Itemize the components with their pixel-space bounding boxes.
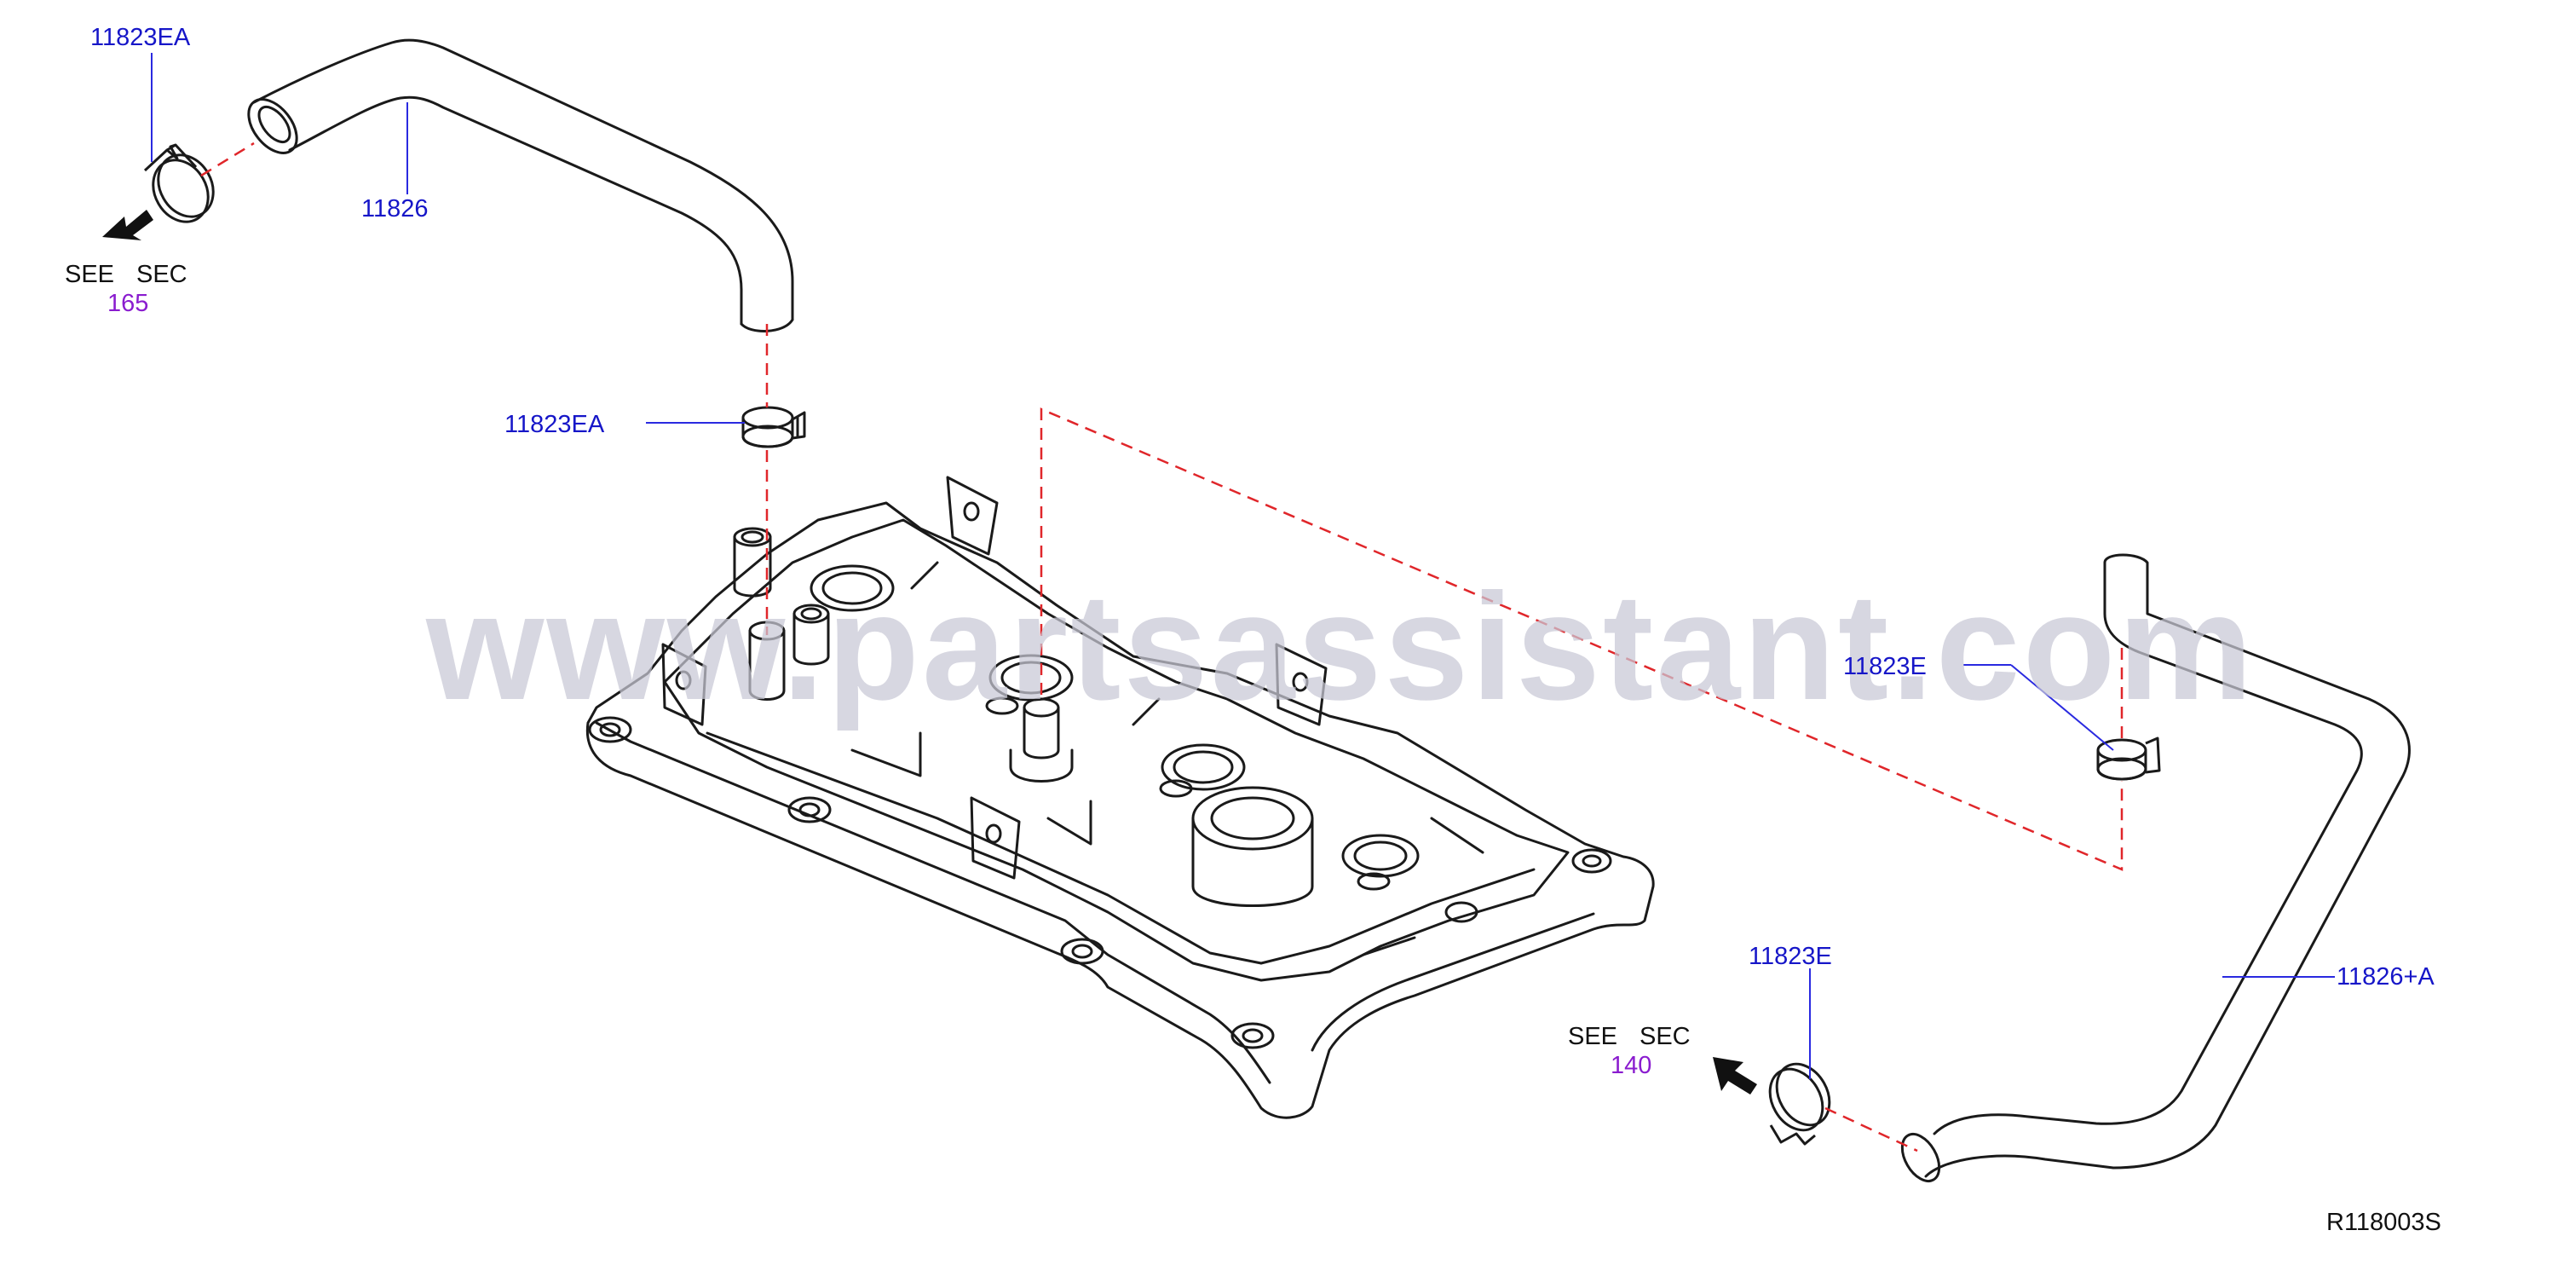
sec-number-140-link[interactable]: 140 <box>1611 1052 1652 1079</box>
watermark-text: www.partsassistant.com <box>426 562 2256 731</box>
assembly-dashed-lines <box>200 142 2124 1152</box>
part-label-11823EA-middle[interactable]: 11823EA <box>504 411 605 438</box>
sec-number-165-link[interactable]: 165 <box>107 290 149 317</box>
see-label-bottom: SEE <box>1568 1023 1618 1050</box>
hose-11826[interactable] <box>239 38 794 332</box>
leader-lines <box>151 53 2335 1079</box>
sec-label-bottom: SEC <box>1640 1023 1691 1050</box>
part-label-11826A[interactable]: 11826+A <box>2337 963 2435 991</box>
hose-11826A[interactable] <box>1894 553 2411 1187</box>
part-label-11823E-bottom[interactable]: 11823E <box>1749 943 1832 970</box>
clamp-11823EA-middle[interactable] <box>741 406 806 448</box>
rocker-cover[interactable] <box>585 476 1655 1119</box>
arrow-to-sec-165-icon <box>102 210 153 240</box>
sec-label-top: SEC <box>136 261 187 288</box>
clamp-11823E-right[interactable] <box>2096 736 2161 781</box>
clamp-11823EA-top[interactable] <box>142 143 224 232</box>
part-label-11826[interactable]: 11826 <box>361 195 429 222</box>
part-label-11823EA-top[interactable]: 11823EA <box>90 24 191 51</box>
clamp-11823E-bottom[interactable] <box>1760 1054 1840 1146</box>
diagram-id: R118003S <box>2326 1209 2441 1236</box>
arrow-to-sec-140-icon <box>1713 1057 1757 1095</box>
part-label-11823E-right[interactable]: 11823E <box>1843 653 1927 680</box>
see-label-top: SEE <box>65 261 115 288</box>
